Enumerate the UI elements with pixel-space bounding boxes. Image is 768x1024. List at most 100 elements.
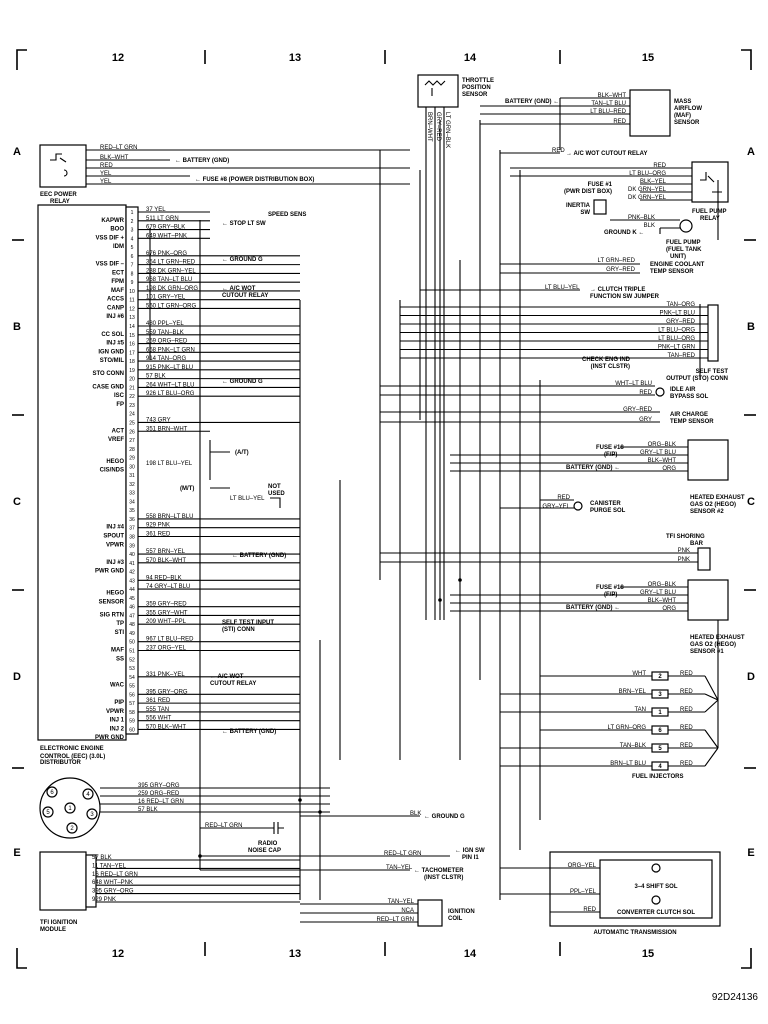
canister-wire-label: RED — [557, 495, 570, 501]
idle-air-symbol — [655, 387, 665, 397]
injector-box — [651, 743, 669, 753]
sto-wire-label: TAN–RED — [667, 353, 695, 359]
coolant-wire-label: GRY–RED — [606, 267, 636, 273]
callout-mt-wire: LT BLU–YEL — [230, 496, 265, 502]
tach-wire-label: TAN–YEL — [386, 865, 413, 871]
eec-side-label: PWR GND — [95, 735, 125, 741]
distributor-terminal-number: 6 — [50, 790, 54, 796]
tfi-wire-label: 929 PNK — [92, 897, 116, 903]
canister-title-2: PURGE SOL — [590, 508, 626, 514]
maf-title-2: AIRFLOW — [674, 106, 702, 112]
callout-ac-wot-1: ← A/C WOT — [222, 286, 256, 292]
air-wire-label: GRY — [639, 417, 652, 423]
splice-dot — [298, 798, 302, 802]
column-label-bottom: 13 — [289, 948, 301, 960]
maf-title-1: MASS — [674, 99, 691, 105]
eec-pin-wire-label: 259 ORG–RED — [146, 339, 188, 345]
eec-pin-number: 27 — [129, 438, 135, 444]
eec-pin-wire-label: 361 RED — [146, 698, 171, 704]
tps-title-1: THROTTLE — [462, 78, 494, 84]
hego-title-1: HEATED EXHAUST — [690, 495, 745, 501]
eec-relay-wire-label: RED — [100, 163, 113, 169]
eec-pin-number: 40 — [129, 552, 135, 558]
injector-wire-label: LT GRN–ORG — [608, 725, 647, 731]
canister-title-1: CANISTER — [590, 501, 621, 507]
hego-wire-label: ORG–BLK — [648, 442, 676, 448]
eec-pin-number: 1 — [131, 210, 134, 216]
eec-pin-number: 14 — [129, 324, 135, 330]
injector-number: 1 — [658, 710, 662, 716]
sto-connector — [707, 304, 719, 362]
sto-title-2: OUTPUT (STO) CONN — [666, 376, 728, 382]
injector-out-label: RED — [680, 725, 693, 731]
fuel-pump-2: (FUEL TANK — [666, 247, 702, 253]
tfi-connector — [85, 854, 97, 908]
eec-relay-fuse: ← FUSE #8 (POWER DISTRIBUTION BOX) — [195, 177, 314, 183]
shift-sol-label: 3–4 SHIFT SOL — [634, 884, 677, 890]
injector-number: 5 — [658, 746, 662, 752]
maf-battery: BATTERY (GND) ← — [505, 99, 559, 105]
eec-pin-wire-label: 480 PPL–YEL — [146, 321, 184, 327]
fp-wire-label: PNK–BLK — [628, 215, 655, 221]
eec-pin-number: 46 — [129, 605, 135, 611]
maf-wire-label: TAN–LT BLU — [591, 101, 626, 107]
tfi-bar-wire-label: PNK — [678, 548, 690, 554]
corner-mark — [16, 49, 27, 70]
injectors-title: FUEL INJECTORS — [632, 774, 683, 780]
row-label-left: D — [13, 671, 21, 683]
wire-network — [149, 98, 719, 900]
fuse1-label-2: (PWR DIST BOX) — [564, 189, 612, 195]
fpr-title-1: FUEL PUMP — [692, 209, 727, 215]
injector-box — [651, 671, 669, 681]
clutch-wire-label: LT BLU–YEL — [545, 285, 580, 291]
eec-side-label: ECT — [112, 270, 124, 276]
distributor-terminal-number: 5 — [46, 810, 50, 816]
eec-pin-number: 8 — [131, 271, 134, 277]
eec-pin-wire-label: 94 RED–BLK — [146, 575, 182, 581]
distributor-terminal — [86, 808, 98, 820]
injector-box — [651, 761, 669, 771]
eec-module-title-2: CONTROL (EEC) (3.0L) — [40, 754, 105, 760]
eec-pin-number: 59 — [129, 719, 135, 725]
sto-wire-label: LT BLU–ORG — [658, 328, 695, 334]
inertia-switch — [593, 199, 607, 215]
distributor-terminal-number: 2 — [70, 826, 74, 832]
eec-side-label: VSS DIF + — [95, 235, 124, 241]
tfi-bar-wires — [380, 552, 698, 563]
eec-pin-number: 30 — [129, 464, 135, 470]
eec-side-label: INJ #3 — [106, 560, 124, 566]
tfi-bar-1: TFI SHORING — [666, 534, 705, 540]
row-label-right: C — [747, 496, 755, 508]
eec-pin-number: 13 — [129, 315, 135, 321]
eec-side-label: STI — [115, 630, 125, 636]
fuel-pump-1: FUEL PUMP — [666, 240, 701, 246]
eec-pin-wire-label: 556 WHT — [146, 716, 172, 722]
eec-pin-number: 10 — [129, 289, 135, 295]
sto-title-1: SELF TEST — [696, 369, 729, 375]
eec-pin-number: 17 — [129, 350, 135, 356]
hego-wire-label: ORG–BLK — [648, 582, 676, 588]
eec-pin-wire-label: 511 LT GRN — [146, 216, 179, 222]
row-label-right: A — [747, 146, 755, 158]
eec-pin-number: 25 — [129, 420, 135, 426]
tfi-bar-2: BAR — [690, 541, 704, 547]
hego-title-3: SENSOR #1 — [690, 649, 724, 655]
eec-pin-number: 15 — [129, 333, 135, 339]
eec-side-label: FP — [116, 402, 124, 408]
injector-box — [651, 725, 669, 735]
eec-pin-wire-label: 679 GRY–BLK — [146, 225, 185, 231]
hego-wire-label: BLK–WHT — [648, 598, 677, 604]
hego-wire-label: GRY–LT BLU — [640, 450, 676, 456]
distributor-terminal — [64, 802, 76, 814]
eec-side-label: CC SOL — [101, 332, 124, 338]
eec-pin-number: 4 — [131, 236, 134, 242]
eec-pin-wire-label: 57 BLK — [146, 374, 166, 380]
eec-pin-number: 52 — [129, 657, 135, 663]
eec-connector — [125, 206, 139, 735]
eec-pin-number: 21 — [129, 385, 135, 391]
eec-side-label: STO/MIL — [100, 358, 125, 364]
column-label-bottom: 14 — [464, 948, 477, 960]
air-title-1: AIR CHARGE — [670, 412, 708, 418]
sto-wire-label: TAN–ORG — [666, 302, 695, 308]
